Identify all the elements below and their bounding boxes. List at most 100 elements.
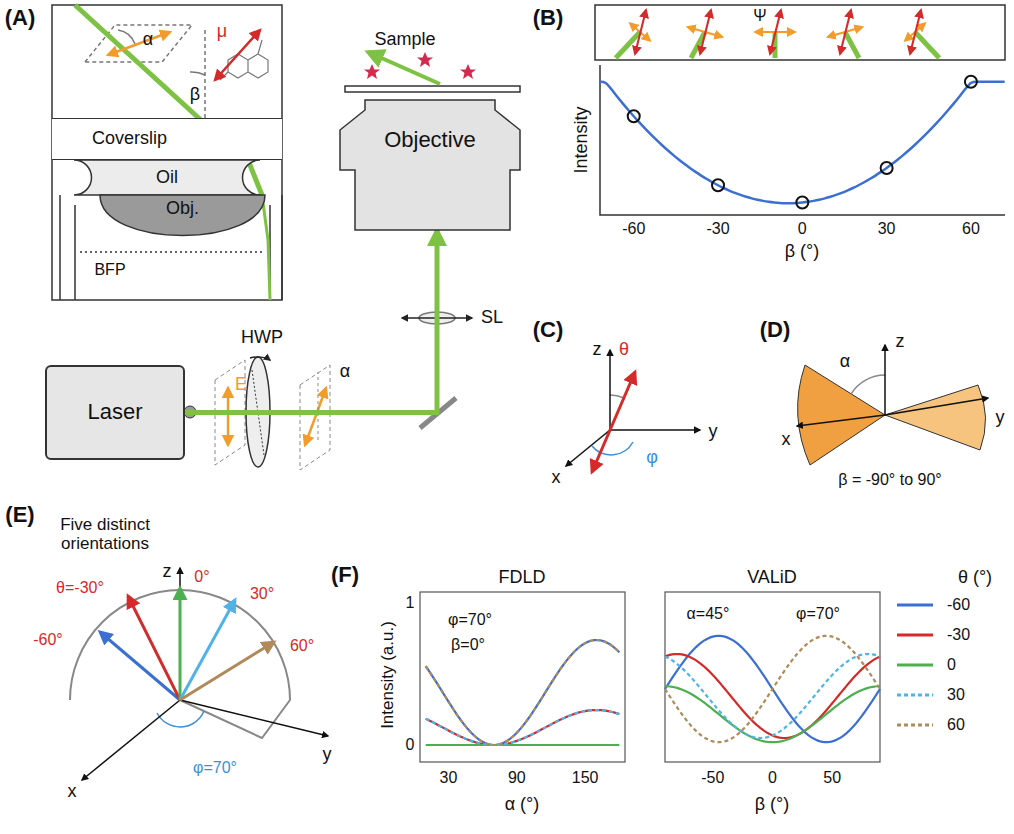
tick-label: 60 <box>962 220 980 238</box>
axis-label: x <box>782 430 791 450</box>
axis-title: Intensity (a.u.) <box>379 621 398 729</box>
axis-label: x <box>68 782 77 802</box>
legend-line <box>897 664 933 667</box>
beam <box>845 32 859 58</box>
legend-line <box>897 724 933 727</box>
valid-curve <box>665 654 880 738</box>
legend-swatch <box>895 627 935 643</box>
dipole-arrow <box>770 10 781 54</box>
z-axis <box>609 350 611 430</box>
objective-lens: Obj. <box>100 195 265 240</box>
angle-value: -60° <box>33 631 63 649</box>
rotation-arrow <box>250 357 270 360</box>
angle-symbol: α <box>840 352 850 372</box>
angle-symbol: α <box>340 362 350 382</box>
panel-letter: (E) <box>5 503 34 527</box>
part-name: SL <box>481 308 503 328</box>
angle-symbol: α <box>143 30 153 50</box>
angle-value: 0° <box>194 568 209 586</box>
orientation-arrow <box>180 642 274 700</box>
z-axis <box>884 345 886 415</box>
data-point <box>965 76 977 88</box>
orientation-arrow <box>100 632 180 700</box>
note: Five distinct orientations <box>25 516 185 553</box>
oil-band-shape <box>74 160 260 195</box>
axis-label: y <box>996 408 1005 428</box>
reference-line <box>318 372 319 440</box>
part-name: Sample <box>374 30 435 50</box>
angle-value: 60° <box>290 637 314 655</box>
y-axis <box>610 429 700 431</box>
dipole-symbol: μ <box>217 22 227 42</box>
objective-shape <box>340 100 520 230</box>
y-axis <box>180 700 328 736</box>
valid-curve <box>665 636 880 742</box>
fdld-curve <box>426 640 620 745</box>
intensity-curve <box>600 82 1005 203</box>
x-axis <box>82 700 180 780</box>
data-point <box>881 162 893 174</box>
part-name: BFP <box>94 261 125 279</box>
data-point <box>628 110 640 122</box>
legend-swatch <box>895 657 935 673</box>
node-label: Objective <box>384 128 476 152</box>
node-label: Coverslip <box>92 129 167 149</box>
plot-annotation: φ=70° <box>446 611 494 629</box>
legend-entry: 0 <box>895 656 956 674</box>
axis-label: x <box>552 468 561 488</box>
legend-entry: -60 <box>895 596 970 614</box>
y-axis <box>885 398 988 415</box>
panel-letter: (C) <box>533 318 564 342</box>
oil-band: Oil <box>52 160 282 195</box>
tick-label: 0 <box>798 220 807 238</box>
objective-housing <box>60 195 282 300</box>
tick-label: 0 <box>768 769 777 787</box>
fluorophore <box>460 64 476 79</box>
objective-lens-shape <box>100 195 265 236</box>
tick-label: 50 <box>823 769 841 787</box>
coverslip-band: Coverslip <box>52 118 282 160</box>
plot-annotation: φ=70° <box>794 605 842 623</box>
z-axis <box>179 568 181 700</box>
panel-letter: (A) <box>5 6 36 30</box>
legend-line <box>897 634 933 637</box>
objective: Objective <box>340 100 520 230</box>
laser-beam <box>185 230 437 413</box>
axis-label: z <box>896 332 905 352</box>
plot-annotation: β=0° <box>449 636 487 654</box>
angle-symbol: β <box>190 85 200 105</box>
objective-outline <box>340 100 520 230</box>
orientation-arrow <box>180 600 235 700</box>
part-name: HWP <box>241 328 283 348</box>
fluorophore <box>364 64 380 79</box>
plot-axes <box>600 65 1005 215</box>
emission-beam <box>368 52 440 84</box>
legend-swatch <box>895 717 935 733</box>
axis-label: y <box>709 422 718 442</box>
x-axis <box>797 415 885 426</box>
panel-letter: (B) <box>533 6 564 30</box>
phi-arc <box>592 442 633 455</box>
panel-letter: (D) <box>760 318 791 342</box>
orientation-arrow <box>179 588 182 700</box>
legend-line <box>897 694 933 697</box>
fdld-curve <box>426 744 620 746</box>
fluorophore <box>417 52 433 67</box>
range-note: β = -90° to 90° <box>838 471 941 489</box>
axis-title: α (°) <box>505 795 540 815</box>
tick-label: 90 <box>508 769 526 787</box>
inset-panel <box>52 5 282 300</box>
coverslip <box>345 86 520 92</box>
valid-curve <box>665 686 880 742</box>
beam <box>915 32 939 58</box>
axis-label: z <box>163 562 172 582</box>
plot-annotation: α=45° <box>685 605 732 623</box>
plot-frame <box>420 592 625 762</box>
field-symbol: E <box>235 375 247 395</box>
tick-label: -30 <box>706 220 729 238</box>
legend-swatch <box>895 597 935 613</box>
beta-arc <box>190 72 205 75</box>
legend-line <box>897 604 933 607</box>
orientation-strip <box>595 5 1005 60</box>
legend-entry: 30 <box>895 686 965 704</box>
